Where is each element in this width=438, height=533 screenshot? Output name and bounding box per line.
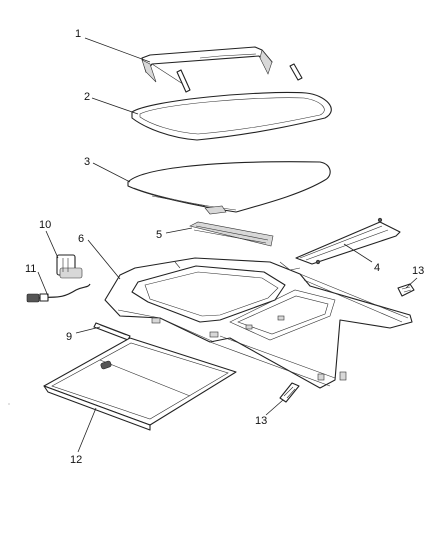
- callout-2: 2: [84, 91, 90, 103]
- callout-13-upper: 13: [412, 265, 424, 277]
- part-10-motor[interactable]: [56, 254, 83, 279]
- callout-12: 12: [70, 454, 82, 466]
- leader-13a: [405, 277, 418, 289]
- part-1-wind-deflector[interactable]: [141, 46, 303, 93]
- leader-4: [343, 243, 373, 263]
- leader-3: [92, 162, 131, 183]
- callout-13-lower: 13: [255, 415, 267, 427]
- callout-1: 1: [75, 28, 81, 40]
- callout-3: 3: [84, 156, 90, 168]
- part-11-wire-harness[interactable]: [26, 283, 91, 303]
- part-9-drain-clip[interactable]: [93, 322, 131, 341]
- part-13-bracket-upper[interactable]: [397, 283, 415, 297]
- leader-5: [165, 227, 193, 234]
- stray-dot: [8, 403, 10, 405]
- part-3-sunroof-glass-panel[interactable]: [127, 161, 331, 215]
- leader-13b: [265, 399, 284, 416]
- callout-5: 5: [156, 229, 162, 241]
- leader-1: [84, 37, 151, 63]
- leader-9: [75, 326, 101, 334]
- callout-6: 6: [78, 233, 84, 245]
- part-5-deflector-strip[interactable]: [189, 221, 274, 247]
- leader-2: [91, 97, 139, 115]
- callout-11: 11: [25, 263, 36, 275]
- part-2-glass-seal[interactable]: [131, 91, 332, 141]
- leader-6: [87, 239, 121, 280]
- part-13-bracket-lower[interactable]: [279, 382, 300, 403]
- leader-12: [77, 407, 97, 453]
- part-12-sunshade[interactable]: [43, 337, 237, 431]
- part-6-sunroof-frame-assembly[interactable]: [104, 257, 413, 389]
- callout-9: 9: [66, 331, 72, 343]
- leader-11: [37, 271, 49, 297]
- part-4-rear-cross-member[interactable]: [295, 217, 401, 265]
- leader-10: [45, 230, 59, 259]
- callout-4: 4: [374, 262, 380, 274]
- callout-10: 10: [39, 219, 51, 231]
